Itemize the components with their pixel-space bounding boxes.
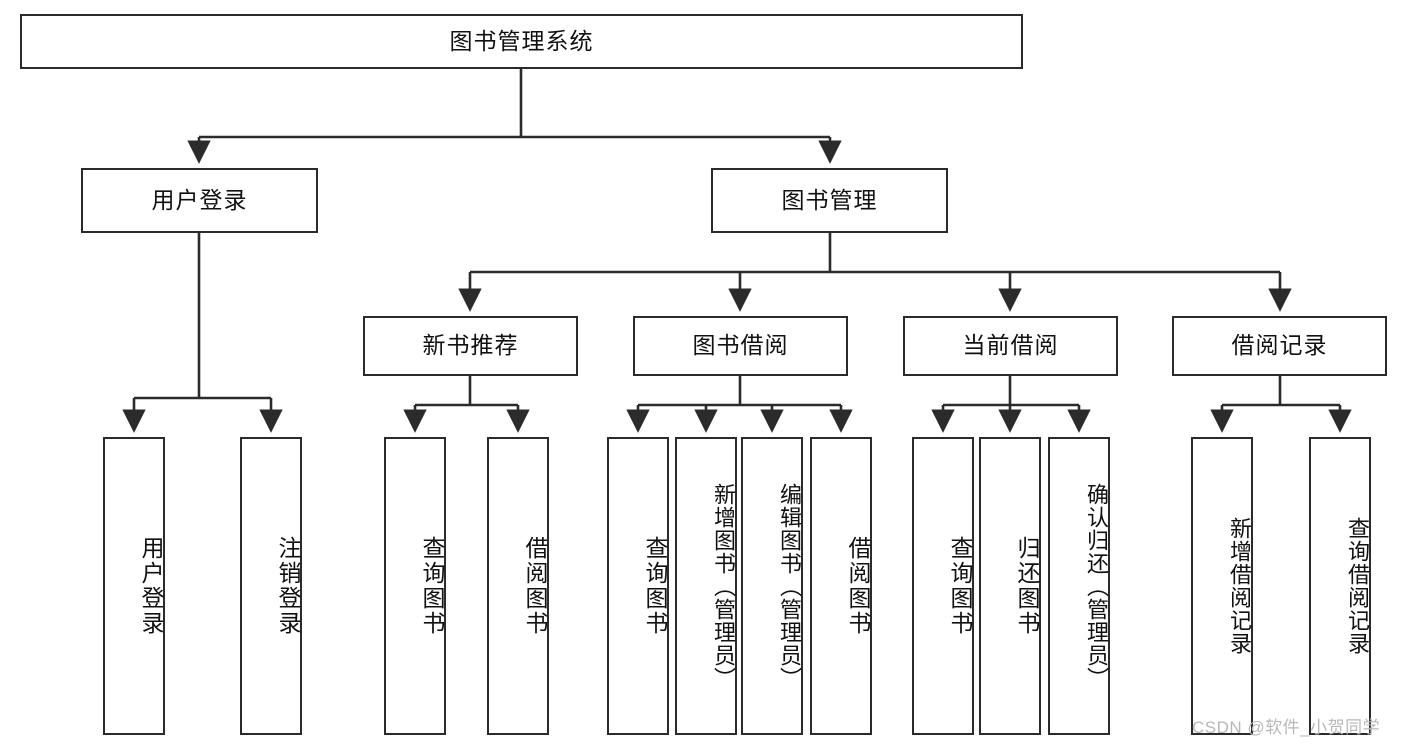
node-leaf-add-borrow-record[interactable]: 新增借阅记录 — [1191, 437, 1253, 735]
node-label: 编辑图书（管理员） — [777, 482, 802, 690]
node-leaf-user-login[interactable]: 用户登录 — [103, 437, 165, 735]
node-label: 查询图书 — [419, 536, 445, 636]
csdn-watermark: CSDN @软件_小贺同学 — [1192, 718, 1381, 737]
node-label: 借阅图书 — [522, 536, 548, 636]
node-current-borrow[interactable]: 当前借阅 — [903, 316, 1118, 376]
node-label: 借阅记录 — [1231, 332, 1328, 359]
node-leaf-query-book-recommend[interactable]: 查询图书 — [384, 437, 446, 735]
node-label: 查询图书 — [947, 536, 973, 636]
node-leaf-query-book-current[interactable]: 查询图书 — [912, 437, 974, 735]
node-leaf-query-borrow-record[interactable]: 查询借阅记录 — [1309, 437, 1371, 735]
node-label: 确认归还（管理员） — [1084, 482, 1109, 690]
node-label: 图书管理 — [781, 186, 878, 213]
node-label: 归还图书 — [1014, 536, 1040, 636]
node-leaf-borrow-book-recommend[interactable]: 借阅图书 — [487, 437, 549, 735]
node-root-system[interactable]: 图书管理系统 — [20, 14, 1023, 69]
node-label: 查询图书 — [642, 536, 668, 636]
node-user-login[interactable]: 用户登录 — [81, 168, 318, 233]
node-leaf-add-book-admin[interactable]: 新增图书（管理员） — [675, 437, 737, 735]
node-label: 注销登录 — [275, 536, 301, 636]
node-book-borrow[interactable]: 图书借阅 — [633, 316, 848, 376]
node-book-management[interactable]: 图书管理 — [711, 168, 948, 233]
node-label: 借阅图书 — [845, 536, 871, 636]
node-leaf-logout[interactable]: 注销登录 — [240, 437, 302, 735]
node-label: 用户登录 — [138, 536, 164, 636]
node-leaf-borrow-book[interactable]: 借阅图书 — [810, 437, 872, 735]
node-label: 图书管理系统 — [449, 27, 594, 54]
node-label: 新书推荐 — [422, 332, 519, 359]
node-leaf-return-book[interactable]: 归还图书 — [979, 437, 1041, 735]
node-new-book-recommend[interactable]: 新书推荐 — [363, 316, 578, 376]
node-label: 图书借阅 — [692, 332, 789, 359]
node-label: 查询借阅记录 — [1345, 517, 1370, 655]
node-leaf-confirm-return-admin[interactable]: 确认归还（管理员） — [1048, 437, 1110, 735]
node-label: 新增借阅记录 — [1227, 517, 1252, 655]
node-leaf-edit-book-admin[interactable]: 编辑图书（管理员） — [741, 437, 803, 735]
node-label: 当前借阅 — [962, 332, 1059, 359]
node-label: 用户登录 — [151, 186, 248, 213]
node-leaf-query-book-borrow[interactable]: 查询图书 — [607, 437, 669, 735]
node-borrow-record[interactable]: 借阅记录 — [1172, 316, 1387, 376]
node-label: 新增图书（管理员） — [711, 482, 736, 690]
